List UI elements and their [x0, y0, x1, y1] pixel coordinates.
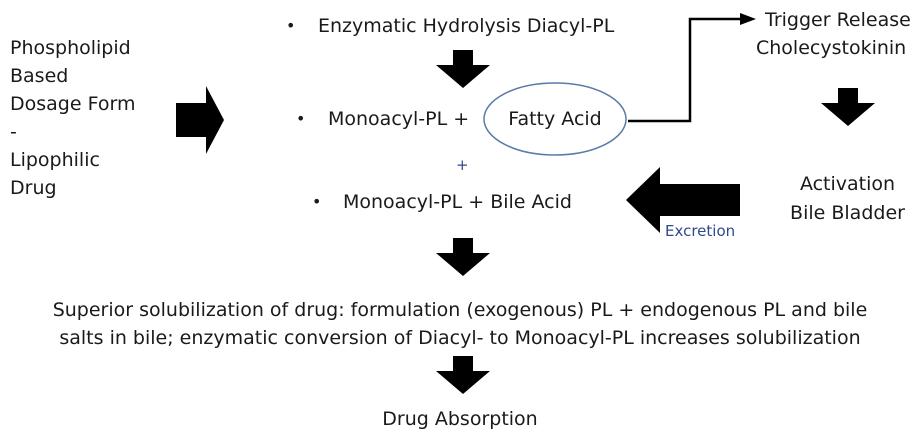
- trigger-line-1: Trigger Release: [765, 9, 911, 31]
- arrow-down-1: [436, 50, 490, 88]
- left-label-line: Based: [10, 65, 69, 87]
- arrow-down-2: [436, 238, 490, 276]
- trigger-line-2: Cholecystokinin: [756, 37, 907, 59]
- left-label-line: Phospholipid: [10, 37, 131, 59]
- activation-line-2: Bile Bladder: [790, 202, 905, 224]
- left-label-line: Dosage Form: [10, 93, 136, 115]
- solubilization-line-1: Superior solubilization of drug: formula…: [52, 299, 868, 321]
- bullet-marker: •: [286, 16, 296, 35]
- connector-line: [628, 17, 740, 123]
- bullet-marker: •: [312, 192, 322, 211]
- activation-line-1: Activation: [799, 173, 896, 195]
- dosage-form-label: Phospholipid Based Dosage Form - Lipophi…: [10, 34, 135, 202]
- arrow-left-excretion: [626, 167, 740, 233]
- fatty-acid-ellipse: [483, 82, 627, 156]
- solubilization-line-2: salts in bile; enzymatic conversion of D…: [59, 327, 861, 349]
- left-label-line: Drug: [10, 177, 57, 199]
- excretion-label: Excretion: [665, 222, 736, 240]
- step-monoacyl-fatty: Monoacyl-PL +: [328, 108, 470, 130]
- drug-absorption: Drug Absorption: [382, 408, 538, 430]
- step-monoacyl-bile: Monoacyl-PL + Bile Acid: [343, 191, 572, 213]
- arrow-down-3: [436, 356, 490, 394]
- plus-sign: +: [456, 156, 469, 174]
- fatty-acid-label: Fatty Acid: [508, 108, 602, 130]
- left-label-line: -: [10, 121, 17, 143]
- step-hydrolysis: Enzymatic Hydrolysis Diacyl-PL: [318, 15, 615, 37]
- arrow-right-main: [176, 86, 224, 154]
- left-label-line: Lipophilic: [10, 149, 100, 171]
- connector-arrowhead: [740, 13, 756, 25]
- arrow-down-trigger: [821, 88, 875, 126]
- bullet-marker: •: [296, 109, 306, 128]
